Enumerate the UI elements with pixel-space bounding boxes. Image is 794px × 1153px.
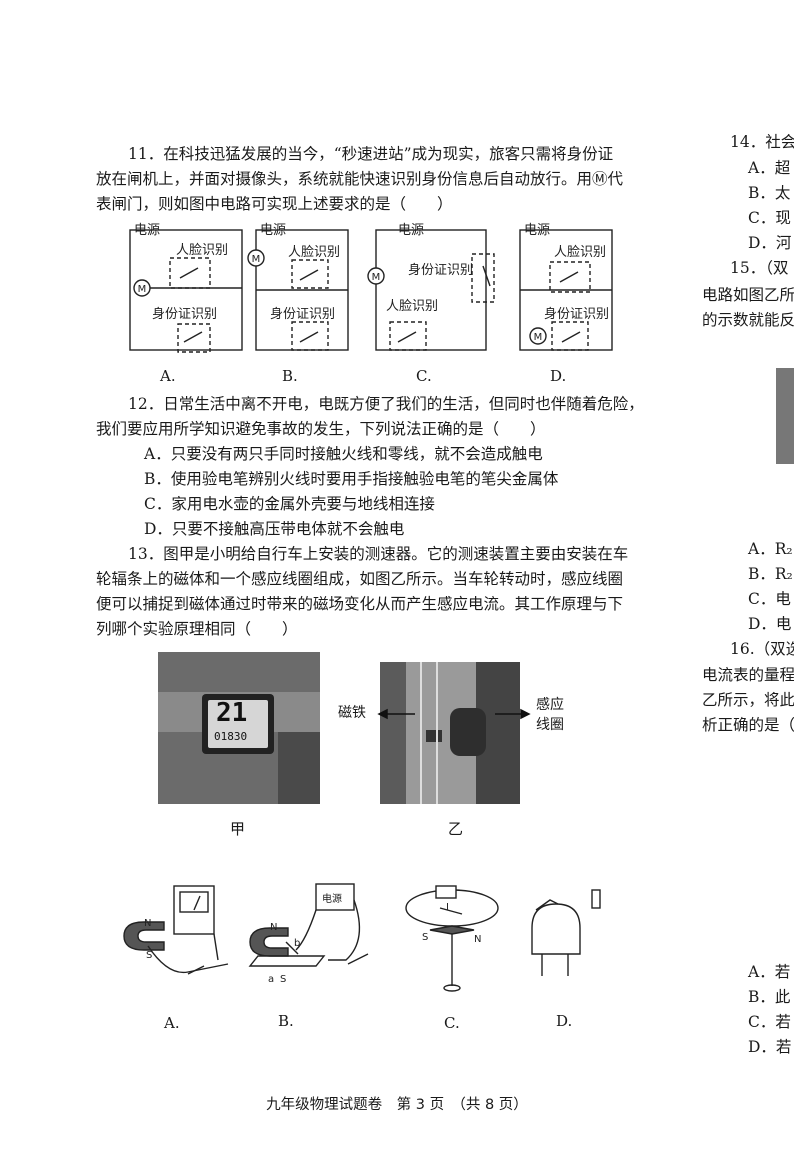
q12-option-d: D．只要不接触高压带电体就不会触电 xyxy=(144,520,405,538)
q15-head: 15．（双 xyxy=(730,259,789,277)
id-label-a: 身份证识别 xyxy=(152,306,217,322)
display-distance: 01830 xyxy=(214,730,248,743)
q13-line4: 列哪个实验原理相同（ ） xyxy=(96,620,298,638)
experiment-c xyxy=(405,885,499,992)
q14-head: 14．社会 xyxy=(730,133,794,151)
sensor-arrows xyxy=(377,708,531,720)
svg-text:S: S xyxy=(146,950,152,961)
face-label-a: 人脸识别 xyxy=(176,243,228,258)
svg-text:b: b xyxy=(294,938,300,949)
circuit-d xyxy=(519,229,613,351)
id-label-b: 身份证识别 xyxy=(270,306,335,322)
power-label-b: 电源 xyxy=(260,223,286,238)
q11-option-a: A. xyxy=(160,367,176,385)
q11-circuits: M M M M 电源 人脸识别 身份证识别 电源 人脸识别 身份证识别 电源 身… xyxy=(129,223,613,353)
q16-opt-c: C．若 xyxy=(748,1013,791,1031)
q15-figure-fragment xyxy=(776,368,794,464)
power-label-d: 电源 xyxy=(524,223,550,238)
experiment-b xyxy=(248,883,369,967)
power-label-a: 电源 xyxy=(134,223,160,238)
power-label-c: 电源 xyxy=(398,223,424,238)
photo-a-label: 甲 xyxy=(230,820,246,838)
svg-text:S: S xyxy=(422,932,428,943)
id-label-c: 身份证识别 xyxy=(408,262,473,278)
q12-option-c: C．家用电水壶的金属外壳要与地线相连接 xyxy=(144,495,435,513)
exp-power-label: 电源 xyxy=(322,892,342,905)
id-label-d: 身份证识别 xyxy=(544,306,609,322)
q13-option-d: D. xyxy=(556,1012,573,1030)
q16-opt-d: D．若 xyxy=(748,1038,792,1056)
magnet-label: 磁铁 xyxy=(338,705,366,721)
q13-line1: 13．图甲是小明给自行车上安装的测速器。它的测速装置主要由安装在车 xyxy=(128,545,629,563)
wheel-sensor-photo xyxy=(380,662,520,804)
svg-text:a: a xyxy=(268,974,274,985)
svg-text:M: M xyxy=(252,254,261,265)
q15-line2: 电路如图乙所 xyxy=(702,286,794,304)
svg-text:M: M xyxy=(372,272,381,283)
face-label-d: 人脸识别 xyxy=(554,245,606,260)
circuit-a xyxy=(129,229,243,353)
q12-line2: 我们要应用所学知识避免事故的发生，下列说法正确的是（ ） xyxy=(96,420,546,438)
q15-opt-b: B．R₂ xyxy=(748,565,793,583)
q16-opt-b: B．此 xyxy=(748,988,791,1006)
q16-line2: 电流表的量程 xyxy=(702,666,794,684)
q11-line2: 放在闸机上，并面对摄像头，系统就能快速识别身份信息后自动放行。用Ⓜ代 xyxy=(96,170,624,188)
photo-b-label: 乙 xyxy=(448,820,464,838)
q11-line3: 表闸门，则如图中电路可实现上述要求的是（ ） xyxy=(96,195,453,213)
q13-line2: 轮辐条上的磁体和一个感应线圈组成，如图乙所示。当车轮转动时，感应线圈 xyxy=(96,570,624,588)
svg-text:S: S xyxy=(280,974,286,985)
q14-opt-d: D．河 xyxy=(748,234,792,252)
circuit-b xyxy=(247,229,349,351)
svg-text:N: N xyxy=(144,918,151,929)
q15-line3: 的示数就能反 xyxy=(702,311,794,329)
circuit-c xyxy=(367,229,495,351)
q13-option-a: A. xyxy=(164,1014,180,1032)
q14-opt-a: A．超 xyxy=(748,159,791,177)
q15-opt-a: A．R₂ xyxy=(748,540,793,558)
svg-text:I: I xyxy=(446,902,449,913)
svg-text:N: N xyxy=(270,922,277,933)
coil-label-2: 线圈 xyxy=(536,717,564,733)
q11-option-d: D. xyxy=(550,367,567,385)
q15-opt-c: C．电 xyxy=(748,590,791,608)
svg-text:N: N xyxy=(474,934,481,945)
speedometer-photo: 21 01830 xyxy=(158,652,320,804)
experiment-d xyxy=(531,889,601,976)
q14-opt-b: B．太 xyxy=(748,184,791,202)
q11-option-c: C. xyxy=(416,367,432,385)
q12-line1: 12．日常生活中离不开电，电既方便了我们的生活，但同时也伴随着危险， xyxy=(128,395,644,413)
q16-line3: 乙所示，将此 xyxy=(702,691,794,709)
page-footer: 九年级物理试题卷 第 3 页 （共 8 页） xyxy=(266,1097,528,1113)
svg-text:M: M xyxy=(534,332,543,343)
q15-opt-d: D．电 xyxy=(748,615,792,633)
face-label-b: 人脸识别 xyxy=(288,245,340,260)
q12-option-a: A．只要没有两只手同时接触火线和零线，就不会造成触电 xyxy=(144,445,543,463)
q12-option-b: B．使用验电笔辨别火线时要用手指接触验电笔的笔尖金属体 xyxy=(144,470,559,488)
q11-option-b: B. xyxy=(282,367,298,385)
experiment-a xyxy=(123,885,229,975)
q13-line3: 便可以捕捉到磁体通过时带来的磁场变化从而产生感应电流。其工作原理与下 xyxy=(96,595,624,613)
q16-line4: 析正确的是（ xyxy=(702,716,794,734)
experiment-drawings: N S 电源 N S a b I S N xyxy=(123,883,601,992)
q13-option-c: C. xyxy=(444,1014,460,1032)
q16-opt-a: A．若 xyxy=(748,963,791,981)
q13-option-b: B. xyxy=(278,1012,294,1030)
q16-head: 16.（双选 xyxy=(730,640,794,658)
display-speed: 21 xyxy=(216,698,248,728)
coil-label-1: 感应 xyxy=(536,697,564,713)
face-label-c: 人脸识别 xyxy=(386,299,438,314)
q14-opt-c: C．现 xyxy=(748,209,791,227)
q11-line1: 11．在科技迅猛发展的当今，“秒速进站”成为现实，旅客只需将身份证 xyxy=(128,145,614,163)
motor-label: M xyxy=(138,284,147,295)
